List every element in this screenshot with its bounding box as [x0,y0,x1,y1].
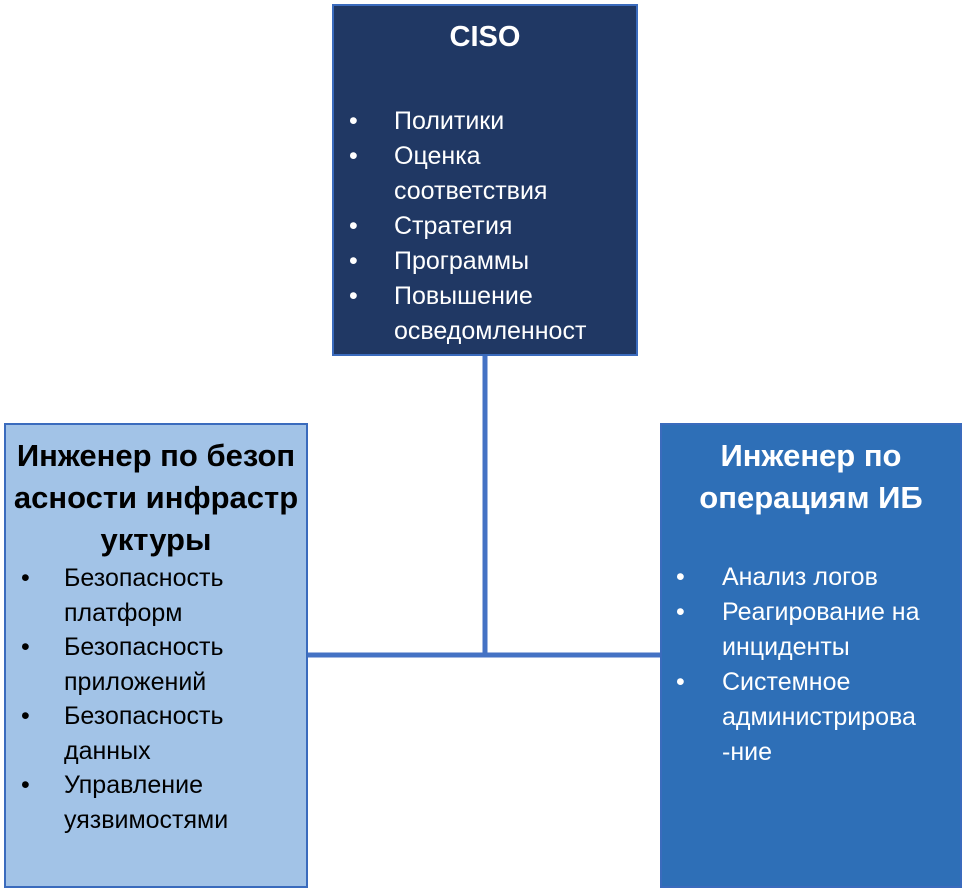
ciso-item-awareness: Повышение осведомленност [349,279,636,349]
infrastructure-engineer-list: Безопасность платформ Безопасность прило… [21,561,306,837]
operations-engineer-box: Инженер по операциям ИБ Анализ логов Реа… [660,423,962,888]
ops-item-sysadmin: Системное администрирова -ние [676,665,960,770]
ciso-item-strategy: Стратегия [349,209,636,244]
ops-item-log-analysis: Анализ логов [676,560,960,595]
ciso-list: Политики Оценка соответствия Стратегия П… [349,104,636,349]
operations-engineer-title: Инженер по операциям ИБ [699,438,923,515]
infrastructure-engineer-title: Инженер по безопасности инфраструктуры [13,438,299,557]
ciso-item-compliance: Оценка соответствия [349,139,636,209]
operations-engineer-list: Анализ логов Реагирование на инциденты С… [676,560,960,770]
infra-item-vulnerabilities: Управление уязвимостями [21,768,306,837]
ciso-box: CISO Политики Оценка соответствия Страте… [332,4,638,356]
infrastructure-engineer-box: Инженер по безопасности инфраструктуры Б… [4,423,308,888]
ops-item-incident-response: Реагирование на инциденты [676,595,960,665]
ciso-item-programs: Программы [349,244,636,279]
ciso-title: CISO [449,21,521,53]
infra-item-applications: Безопасность приложений [21,630,306,699]
infra-item-data: Безопасность данных [21,699,306,768]
ciso-item-policies: Политики [349,104,636,139]
infra-item-platforms: Безопасность платформ [21,561,306,630]
